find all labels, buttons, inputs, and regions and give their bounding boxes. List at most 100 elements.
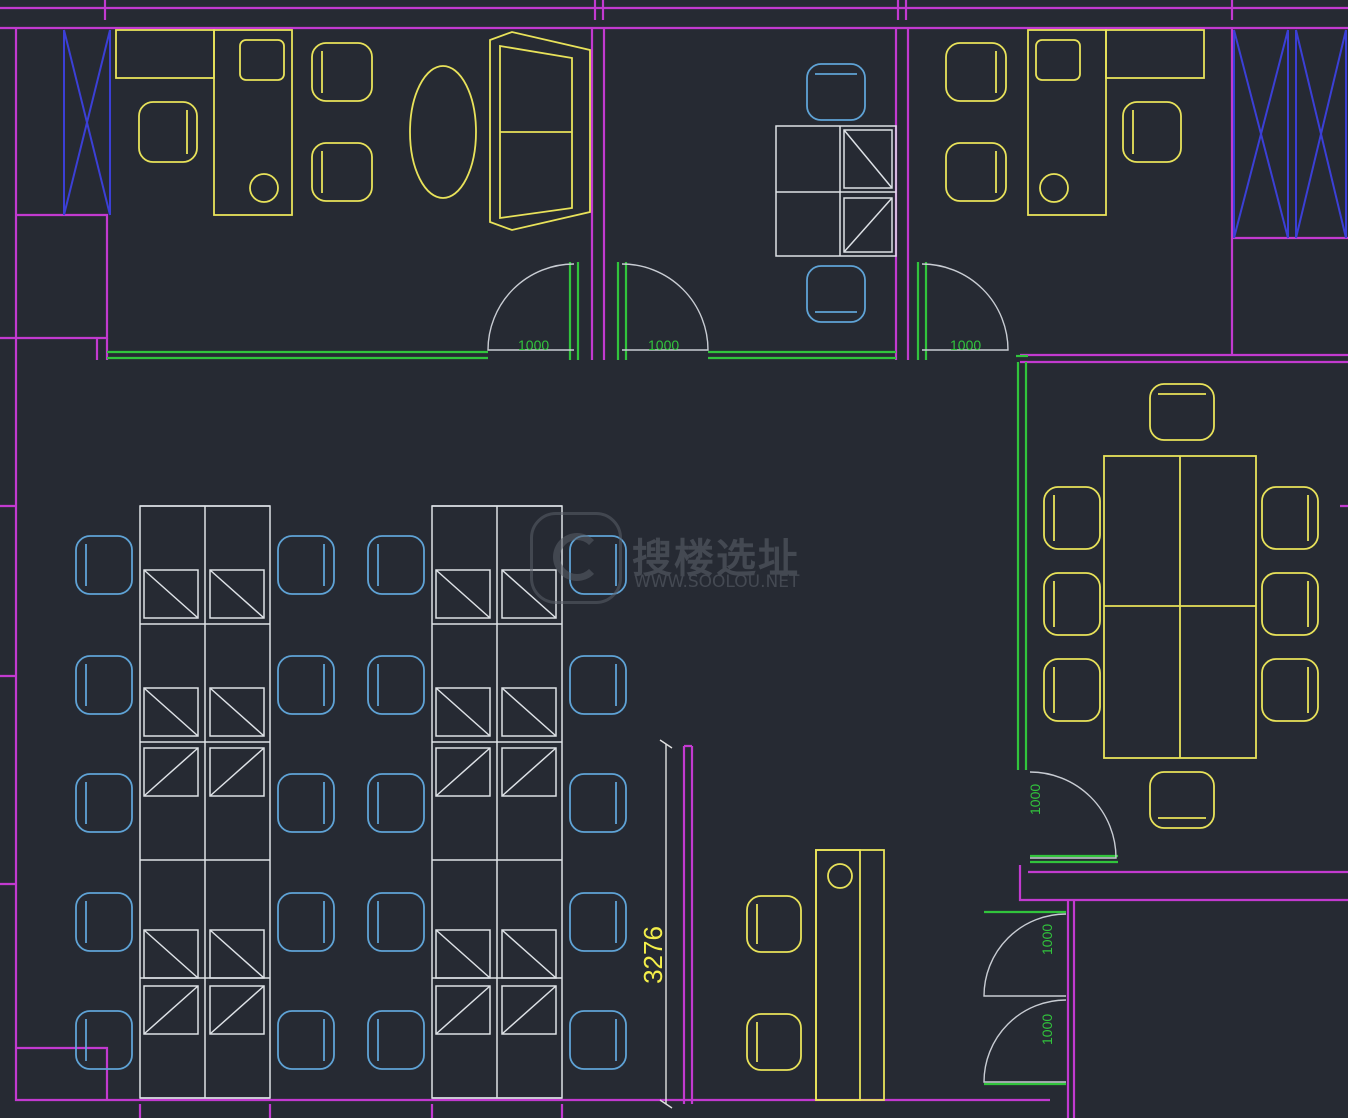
drawer-cabinet-diagonal bbox=[501, 687, 557, 737]
meeting-chair bbox=[1261, 486, 1319, 550]
drawer-cabinet-diagonal bbox=[501, 985, 557, 1035]
wall-segment bbox=[1018, 865, 1348, 902]
staff-chair bbox=[367, 773, 425, 833]
drawer-cabinet bbox=[143, 747, 199, 797]
glass-segment bbox=[1016, 362, 1028, 770]
drawer-cabinet-diagonal bbox=[501, 929, 557, 979]
drawer-cabinet bbox=[501, 747, 557, 797]
door-swing bbox=[621, 263, 709, 351]
drawer-cabinet bbox=[209, 985, 265, 1035]
glass-segment bbox=[916, 262, 928, 360]
drawer-cabinet-diagonal bbox=[209, 687, 265, 737]
drawer-cabinet-diagonal bbox=[435, 687, 491, 737]
dimension-label: 3276 bbox=[638, 926, 668, 984]
reception-chair bbox=[746, 895, 802, 953]
staff-chair bbox=[277, 535, 335, 595]
executive-chair bbox=[1035, 39, 1081, 81]
drawer-cabinet bbox=[209, 747, 265, 797]
door-swing bbox=[983, 913, 1067, 997]
file-cabinet-drawer bbox=[843, 197, 893, 253]
side-return-desk bbox=[115, 29, 215, 79]
executive-desk bbox=[213, 29, 293, 216]
glass-partitions bbox=[107, 262, 1118, 1086]
guest-chair bbox=[311, 42, 373, 102]
drawer-cabinet bbox=[209, 687, 265, 737]
staff-chair bbox=[367, 1010, 425, 1070]
meeting-chair bbox=[1043, 486, 1101, 550]
meeting-chair bbox=[1149, 383, 1215, 441]
executive-furniture bbox=[115, 29, 1319, 1101]
executive-desk-lamp bbox=[249, 173, 279, 203]
staff-chair bbox=[806, 265, 866, 323]
glass-segment bbox=[107, 350, 488, 360]
staff-chair bbox=[75, 535, 133, 595]
drawer-cabinet-diagonal bbox=[209, 985, 265, 1035]
drawer-cabinet-diagonal bbox=[143, 929, 199, 979]
drawer-cabinet-diagonal bbox=[143, 569, 199, 619]
drawer-cabinet bbox=[435, 929, 491, 979]
side-return-desk bbox=[1105, 29, 1205, 79]
staff-chair bbox=[277, 655, 335, 715]
drawer-cabinet bbox=[501, 929, 557, 979]
staff-chair bbox=[569, 655, 627, 715]
drawer-cabinet-diagonal bbox=[501, 569, 557, 619]
watermark-url: WWW.SOOLOU.NET bbox=[634, 572, 800, 592]
executive-desk-lamp bbox=[1039, 173, 1069, 203]
drawer-cabinet bbox=[143, 929, 199, 979]
dimension-line bbox=[659, 739, 673, 1109]
drawer-cabinet-diagonal bbox=[143, 747, 199, 797]
door-swing bbox=[1029, 771, 1117, 859]
drawer-cabinet bbox=[209, 929, 265, 979]
staff-chair bbox=[75, 1010, 133, 1070]
reception-desk-lamp bbox=[827, 863, 853, 889]
door-width-label: 1000 bbox=[518, 337, 549, 353]
guest-chair bbox=[138, 101, 198, 163]
file-cabinet-drawer bbox=[843, 129, 893, 189]
door-swing bbox=[921, 263, 1009, 351]
meeting-chair bbox=[1261, 572, 1319, 636]
wall-segment bbox=[0, 336, 1348, 886]
window-frames bbox=[63, 29, 1347, 239]
staff-chair bbox=[75, 655, 133, 715]
executive-chair bbox=[239, 39, 285, 81]
guest-chair bbox=[1122, 101, 1182, 163]
drawer-cabinet bbox=[501, 569, 557, 619]
window-frame bbox=[1233, 29, 1289, 239]
staff-chair bbox=[277, 892, 335, 952]
reception-chair bbox=[746, 1013, 802, 1071]
guest-chair bbox=[311, 142, 373, 202]
staff-chair bbox=[806, 63, 866, 121]
file-cabinet bbox=[775, 125, 897, 257]
executive-desk bbox=[1027, 29, 1107, 216]
staff-chair bbox=[367, 535, 425, 595]
drawer-cabinet bbox=[435, 747, 491, 797]
glass-segment bbox=[984, 910, 1066, 1086]
watermark-chinese-text: 搜楼选址 bbox=[632, 536, 800, 582]
staff-chair bbox=[367, 892, 425, 952]
sofa bbox=[489, 31, 591, 231]
wall-segment bbox=[16, 213, 109, 340]
staff-chair bbox=[569, 773, 627, 833]
reception-desk-top bbox=[815, 849, 861, 1101]
staff-chair bbox=[569, 892, 627, 952]
meeting-chair bbox=[1043, 658, 1101, 722]
staff-chair bbox=[367, 655, 425, 715]
staff-chair bbox=[75, 892, 133, 952]
door-width-label: 1000 bbox=[1039, 924, 1055, 955]
meeting-chair bbox=[1043, 572, 1101, 636]
drawer-cabinet-diagonal bbox=[435, 985, 491, 1035]
wall-segment bbox=[138, 1104, 564, 1118]
drawer-cabinet-diagonal bbox=[209, 747, 265, 797]
drawer-cabinet bbox=[143, 985, 199, 1035]
wall-segment bbox=[16, 1046, 109, 1100]
glass-segment bbox=[568, 262, 580, 360]
door-width-label: 1000 bbox=[950, 337, 981, 353]
drawer-cabinet bbox=[501, 985, 557, 1035]
drawer-cabinet bbox=[501, 687, 557, 737]
glass-segment bbox=[1030, 854, 1118, 864]
meeting-chair bbox=[1261, 658, 1319, 722]
drawer-cabinet bbox=[143, 687, 199, 737]
